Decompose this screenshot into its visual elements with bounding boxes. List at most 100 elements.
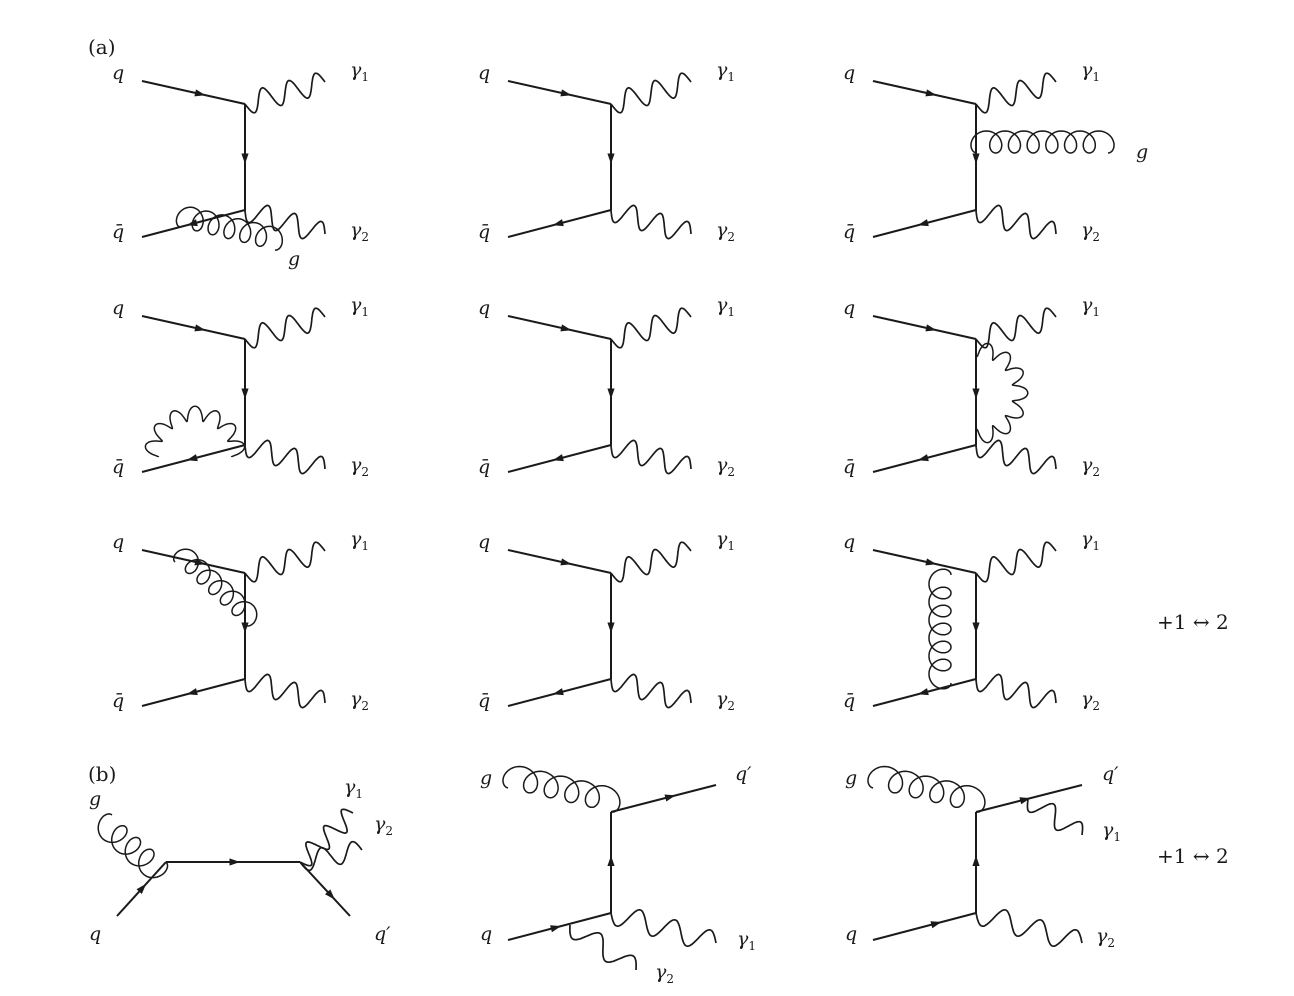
photon-line	[975, 307, 1057, 349]
photon-line	[244, 307, 326, 349]
label-qbar: q̄	[843, 690, 855, 712]
arrow-icon	[241, 153, 249, 164]
photon-line	[244, 673, 326, 709]
photon-line	[299, 840, 363, 872]
arrow-icon	[560, 89, 572, 97]
arrow-icon	[917, 219, 929, 227]
gluon-line	[928, 568, 952, 690]
photon-line	[610, 204, 692, 240]
arrow-icon	[972, 855, 980, 866]
photon-line	[975, 439, 1057, 475]
arrow-icon	[607, 855, 615, 866]
label-qbar: q̄	[478, 221, 490, 243]
arrow-icon	[607, 153, 615, 164]
gluon-line	[867, 765, 986, 813]
arrow-icon	[229, 858, 240, 866]
label-q: q	[112, 297, 124, 319]
gluon-line	[172, 548, 258, 627]
label-qprime: q′	[1102, 763, 1119, 785]
symmetry-note-a: +1 ↔ 2	[1157, 610, 1229, 634]
arrow-icon	[325, 889, 335, 900]
arrow-icon	[1019, 797, 1031, 805]
label-g: g	[845, 767, 857, 789]
fermion-line	[872, 912, 977, 941]
arrow-icon	[186, 688, 198, 696]
diagram-grid: qq̄γ1γ2gqq̄γ1γ2gqq̄γ1γ2gqq̄γ1γ2qq̄γ1γ2qq…	[89, 59, 1148, 986]
label-qbar: q̄	[112, 456, 124, 478]
label-q: q	[478, 297, 490, 319]
photon-line	[975, 72, 1057, 114]
label-q: q	[843, 62, 855, 84]
arrow-icon	[550, 925, 562, 933]
label-qbar: q̄	[112, 221, 124, 243]
label-q: q	[89, 923, 101, 945]
arrow-icon	[930, 921, 942, 929]
photon-line	[975, 541, 1057, 583]
photon-line	[610, 72, 692, 114]
photon-line	[975, 908, 1083, 948]
arrow-icon	[560, 324, 572, 332]
arrow-icon	[241, 388, 249, 399]
arrow-icon	[560, 558, 572, 566]
photon-line	[975, 673, 1057, 709]
gluon-line	[175, 206, 284, 251]
photon-line	[610, 673, 692, 709]
label-qbar: q̄	[478, 456, 490, 478]
photon-line	[244, 439, 326, 475]
label-g: g	[480, 767, 492, 789]
fermion-line	[141, 80, 246, 105]
arrow-icon	[917, 688, 929, 696]
label-qbar: q̄	[843, 456, 855, 478]
gluon-line	[970, 130, 1115, 154]
label-q: q	[478, 531, 490, 553]
photon-line	[244, 204, 326, 240]
label-q: q	[112, 62, 124, 84]
fermion-line	[141, 549, 246, 574]
label-q: q	[843, 297, 855, 319]
fermion-line	[872, 315, 977, 340]
symmetry-note-b: +1 ↔ 2	[1157, 844, 1229, 868]
arrow-icon	[552, 688, 564, 696]
label-q: q	[843, 531, 855, 553]
arrow-icon	[552, 454, 564, 462]
photon-line	[244, 541, 326, 583]
fermion-line	[507, 80, 612, 105]
fermion-line	[507, 549, 612, 574]
photon-line	[610, 541, 692, 583]
photon-line	[1026, 798, 1084, 836]
arrow-icon	[607, 388, 615, 399]
label-q: q	[478, 62, 490, 84]
label-q: q	[480, 923, 492, 945]
label-qbar: q̄	[843, 221, 855, 243]
photon-line	[569, 924, 637, 971]
gluon-line	[502, 765, 621, 813]
arrow-icon	[972, 622, 980, 633]
label-qbar: q̄	[478, 690, 490, 712]
arrow-icon	[186, 454, 198, 462]
photon-line	[299, 808, 354, 867]
fermion-line	[507, 315, 612, 340]
label-qprime: q′	[735, 763, 752, 785]
gluon-loop	[976, 342, 1029, 444]
label-q: q	[112, 531, 124, 553]
panel-label-a: (a)	[88, 35, 116, 59]
arrow-icon	[925, 324, 937, 332]
label-g: g	[288, 248, 300, 270]
arrow-icon	[194, 89, 206, 97]
label-g: g	[89, 788, 101, 810]
arrow-icon	[925, 89, 937, 97]
arrow-icon	[664, 794, 676, 802]
arrow-icon	[972, 153, 980, 164]
photon-line	[975, 204, 1057, 240]
arrow-icon	[552, 219, 564, 227]
label-qprime: q′	[374, 923, 391, 945]
photon-line	[610, 908, 717, 948]
label-qbar: q̄	[112, 690, 124, 712]
photon-line	[610, 439, 692, 475]
